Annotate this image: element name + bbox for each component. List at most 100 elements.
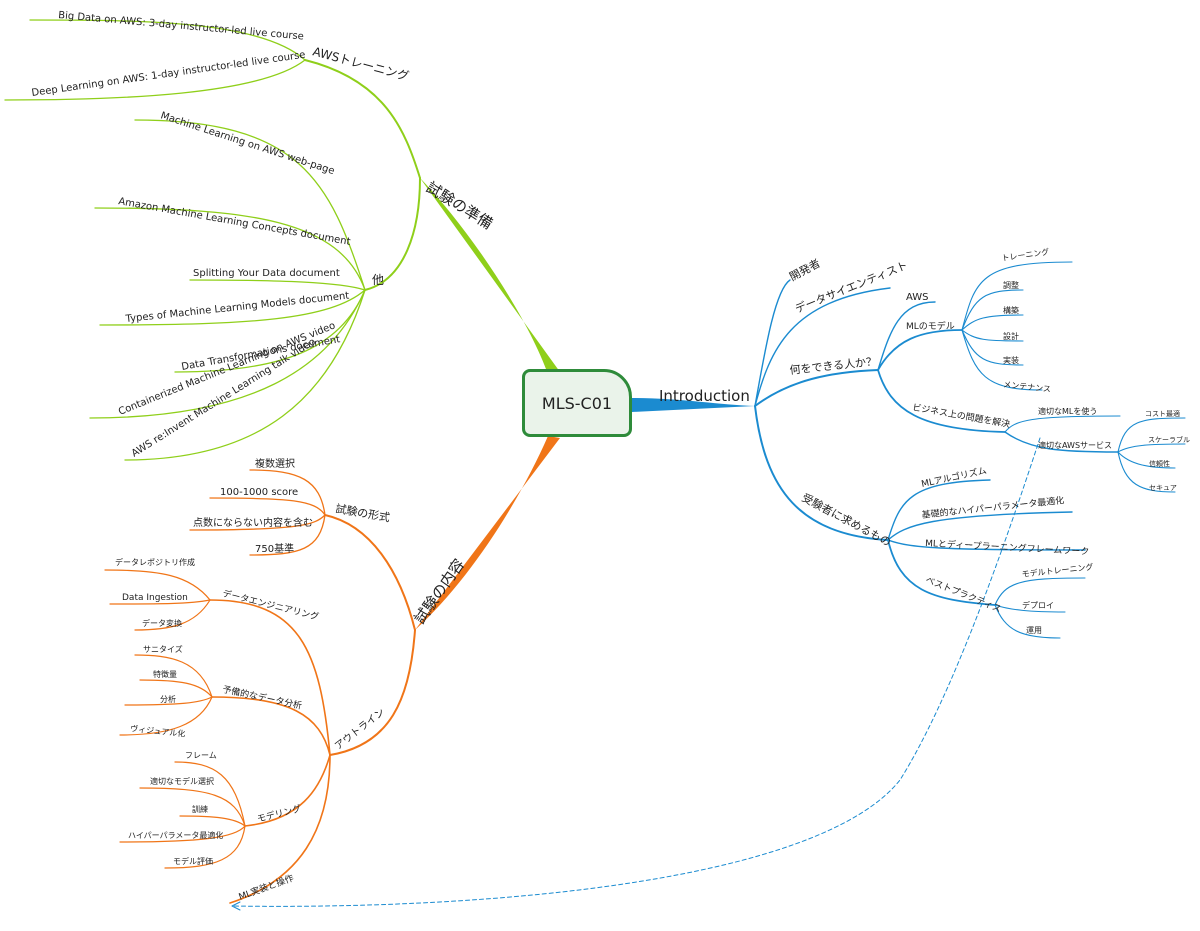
leaf-label: 設計 bbox=[1003, 331, 1019, 341]
leaf-label: 適切なモデル選択 bbox=[150, 776, 214, 786]
leaf-label: サニタイズ bbox=[143, 644, 183, 654]
leaf-label: Types of Machine Learning Models documen… bbox=[124, 291, 350, 326]
leaf-line bbox=[134, 599, 211, 631]
leaf-line bbox=[119, 696, 213, 736]
leaf-label: 複数選択 bbox=[255, 457, 295, 470]
leaf-line bbox=[94, 207, 366, 291]
leaf-line bbox=[124, 289, 366, 461]
leaf-label: モデル評価 bbox=[173, 856, 213, 866]
leaf-label: 実装 bbox=[1003, 355, 1019, 365]
leaf-line bbox=[104, 569, 211, 601]
aws-line bbox=[877, 301, 936, 371]
leaf-label: データレポジトリ作成 bbox=[115, 557, 195, 567]
ml-model-label: MLのモデル bbox=[906, 320, 955, 332]
leaf-line bbox=[189, 514, 326, 531]
leaf-label: 分析 bbox=[160, 694, 176, 704]
what-can-branch bbox=[754, 369, 879, 407]
aws-training-label: AWSトレーニング bbox=[311, 44, 410, 83]
leaf-label: MLアルゴリズム bbox=[920, 464, 988, 490]
leaf-line bbox=[99, 289, 366, 326]
leaf-label: 点数にならない内容を含む bbox=[193, 516, 313, 529]
orange-branch-lines bbox=[104, 436, 560, 904]
leaf-line bbox=[994, 577, 1086, 606]
leaf-label: スケーラブル bbox=[1148, 435, 1190, 444]
leaf-line bbox=[134, 654, 213, 698]
leaf-label: Data Ingestion bbox=[122, 593, 188, 603]
leaf-line bbox=[961, 289, 1024, 331]
leaf-line bbox=[134, 119, 366, 291]
leaf-label: 信頼性 bbox=[1149, 459, 1170, 468]
leaf-line bbox=[1117, 417, 1186, 453]
leaf-line bbox=[179, 815, 246, 827]
intro-main-branch bbox=[632, 398, 755, 412]
ml-model-branch bbox=[877, 329, 963, 371]
appropriate-ml-label: 適切なMLを使う bbox=[1038, 406, 1097, 416]
leaf-label: Containerized Machine Learning on AWS vi… bbox=[117, 320, 337, 417]
arrow-head-icon bbox=[231, 901, 241, 911]
leaf-line bbox=[209, 497, 326, 516]
leaf-line bbox=[89, 289, 366, 419]
leaf-label: Big Data on AWS: 3-day instructor-led li… bbox=[58, 10, 305, 42]
leaf-label: MLとディープラーニングフレームワーク bbox=[925, 537, 1090, 558]
data-scientist-line bbox=[754, 287, 891, 407]
leaf-label: 訓練 bbox=[192, 804, 208, 814]
leaf-line bbox=[961, 261, 1073, 331]
aws-services-label: 適切なAWSサービス bbox=[1038, 440, 1112, 450]
leaf-label: フレーム bbox=[185, 751, 217, 760]
other-label: 他 bbox=[372, 273, 384, 287]
content-label: 試験の内容 bbox=[411, 556, 469, 628]
leaf-label: 基礎的なハイパーパラメータ最適化 bbox=[921, 494, 1065, 521]
leaf-line bbox=[994, 604, 1061, 639]
leaf-label: セキュア bbox=[1149, 484, 1177, 492]
leaf-line bbox=[139, 787, 246, 827]
leaf-line bbox=[961, 329, 1024, 366]
leaf-label: ヴィジュアル化 bbox=[130, 723, 186, 739]
leaf-label: ハイパーパラメータ最適化 bbox=[128, 830, 223, 840]
prep-main-branch bbox=[420, 178, 560, 380]
leaf-label: トレーニング bbox=[1001, 246, 1050, 263]
leaf-line bbox=[189, 279, 366, 291]
leaf-line bbox=[887, 539, 1086, 551]
leaf-label: 特徴量 bbox=[153, 669, 177, 679]
leaf-line bbox=[29, 19, 306, 61]
leaf-label: データ変換 bbox=[142, 618, 182, 628]
leaf-line bbox=[1117, 451, 1176, 493]
leaf-label: 750基準 bbox=[255, 542, 294, 555]
eda-label: 予備的なデータ分析 bbox=[221, 683, 303, 712]
leaf-line bbox=[139, 679, 213, 698]
leaf-label: モデルトレーニング bbox=[1021, 562, 1094, 579]
developer-line bbox=[754, 279, 791, 407]
leaf-line bbox=[174, 761, 246, 827]
developer-label: 開発者 bbox=[787, 256, 823, 284]
leaf-line bbox=[124, 696, 213, 706]
modeling-branch bbox=[244, 754, 331, 827]
aws-services-branch bbox=[1004, 431, 1119, 453]
leaf-line bbox=[887, 479, 991, 541]
leaf-line bbox=[887, 511, 1073, 541]
root-label: MLS-C01 bbox=[541, 393, 613, 413]
leaf-label: 構築 bbox=[1003, 305, 1019, 315]
data-eng-branch bbox=[209, 599, 331, 756]
leaf-line bbox=[1117, 451, 1176, 469]
leaf-label: Splitting Your Data document bbox=[193, 268, 340, 279]
leaf-label: 調整 bbox=[1003, 280, 1019, 290]
blue-branch-lines bbox=[231, 261, 1186, 911]
leaf-line bbox=[961, 329, 1043, 391]
leaf-line bbox=[249, 469, 326, 516]
leaf-label: Machine Learning on AWS web-page bbox=[159, 110, 336, 177]
leaf-line bbox=[994, 604, 1066, 613]
biz-label: ビジネス上の問題を解決 bbox=[911, 401, 1011, 430]
biz-branch bbox=[877, 369, 1006, 433]
leaf-line bbox=[119, 825, 246, 843]
root-node[interactable]: MLS-C01 bbox=[522, 369, 632, 437]
leaf-line bbox=[4, 59, 306, 101]
outline-branch bbox=[329, 629, 416, 756]
aws-training-branch bbox=[304, 59, 421, 179]
other-branch bbox=[364, 177, 421, 291]
leaf-label: Deep Learning on AWS: 1-day instructor-l… bbox=[31, 50, 306, 99]
modeling-label: モデリング bbox=[256, 802, 303, 825]
relationship-dashed-line bbox=[231, 437, 1041, 907]
leaf-line bbox=[109, 599, 211, 605]
content-main-branch bbox=[415, 436, 560, 630]
